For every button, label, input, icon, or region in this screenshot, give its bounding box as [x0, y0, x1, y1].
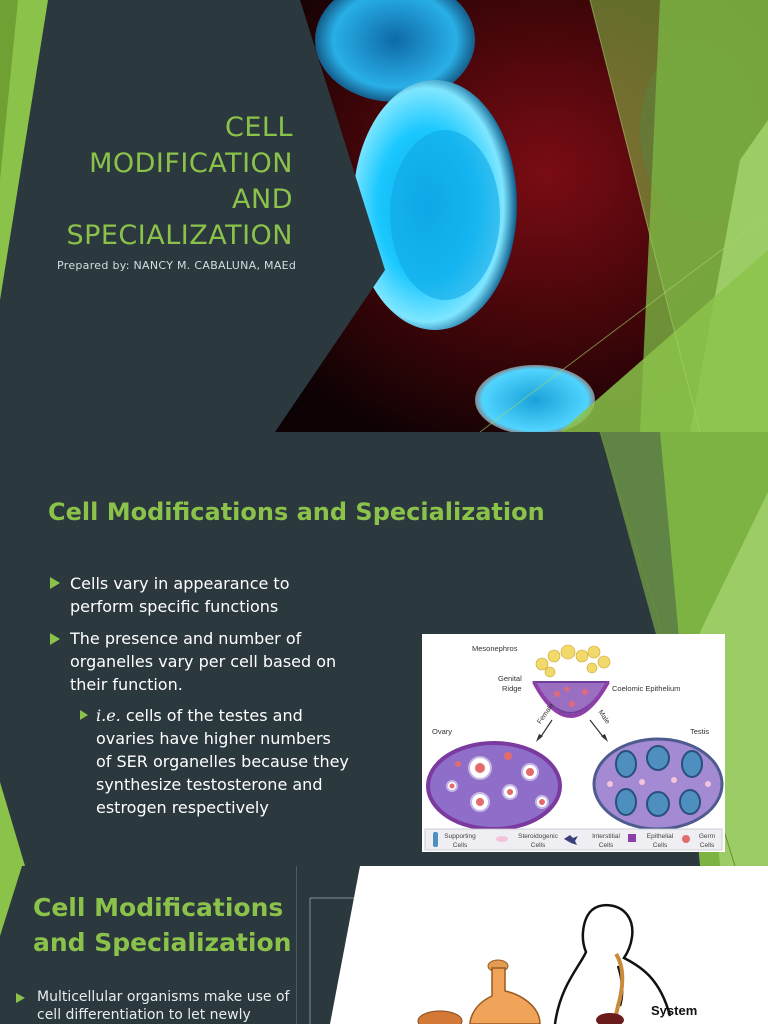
heading-line: Cell Modifications [33, 893, 284, 922]
legend-label: Cells [700, 842, 715, 849]
bullet-line: ovaries have higher numbers [96, 729, 331, 748]
label-testis: Testis [690, 727, 709, 736]
legend-label: Interstitial [592, 833, 620, 840]
slide1-background [0, 0, 768, 432]
bullet-line: i.e. cells of the testes and [96, 704, 349, 727]
bullet-item: The presence and number of organelles va… [70, 627, 336, 696]
legend-label: Cells [599, 842, 614, 849]
bullet-line: The presence and number of [70, 629, 302, 648]
title-line: SPECIALIZATION [66, 220, 293, 251]
slide-title: CELL MODIFICATION AND SPECIALIZATION Pre… [0, 0, 768, 432]
bullet-text: ulticellular organisms make use of [49, 989, 290, 1005]
legend-label: Supporting [444, 833, 476, 840]
legend-label: Cells [453, 842, 468, 849]
bullet-line: Cells vary in appearance to [70, 574, 290, 593]
title-line: CELL [225, 112, 293, 143]
bullet-line: their function. [70, 675, 183, 694]
bullet-item: Cells vary in appearance to perform spec… [70, 572, 289, 618]
legend-label: Cells [653, 842, 668, 849]
bullet-initial: M [37, 989, 50, 1005]
diagram-figure: Mesonephros Genital Ridge Coelomic Epith… [424, 644, 724, 851]
slide-partial: Cell Modifications and Specialization Mu… [0, 866, 768, 1024]
label-ovary: Ovary [432, 727, 452, 736]
legend-label: Steroidogenic [518, 833, 558, 840]
bullet-arrow-icon [50, 577, 60, 589]
slide3-background [0, 866, 768, 1024]
label-coelomic: Coelomic Epithelium [612, 684, 680, 693]
slide2-heading: Cell Modifications and Specialization [48, 498, 545, 526]
bullet-arrow-icon [16, 993, 25, 1003]
title-line: AND [232, 184, 293, 215]
legend-label: Cells [531, 842, 546, 849]
bullet-line: synthesize testosterone and [96, 775, 323, 794]
ie-abbrev: i.e. [96, 706, 121, 725]
label-ridge: Ridge [502, 684, 522, 693]
bullet-item: Multicellular organisms make use of cell… [37, 988, 289, 1024]
gonad-differentiation-diagram: Mesonephros Genital Ridge Coelomic Epith… [422, 634, 725, 852]
system-label: System [651, 1003, 698, 1018]
bullet-line: perform specific functions [70, 597, 279, 616]
label-mesonephros: Mesonephros [472, 644, 518, 653]
label-male: Male [596, 709, 610, 726]
label-genital: Genital [498, 674, 522, 683]
sub-bullet-arrow-icon [80, 710, 88, 720]
bullet-arrow-icon [50, 633, 60, 645]
author-subtitle: Prepared by: NANCY M. CABALUNA, MAEd [57, 259, 297, 272]
slide1-title: CELL MODIFICATION AND SPECIALIZATION [0, 110, 293, 254]
bullet-line: of SER organelles because they [96, 752, 349, 771]
legend-label: Epithelial [647, 833, 674, 840]
bullet-line: estrogen respectively [96, 798, 269, 817]
bullet-line: organelles vary per cell based on [70, 652, 337, 671]
legend-label: Germ [699, 833, 715, 840]
bullet-line: cell differentiation to let newly [37, 1007, 251, 1023]
slide3-heading: Cell Modifications and Specialization [33, 890, 291, 960]
label-female: Female [536, 702, 555, 725]
bullet-text: cells of the testes and [120, 706, 303, 725]
title-line: MODIFICATION [89, 148, 293, 179]
heading-line: and Specialization [33, 928, 292, 957]
sub-bullet-item: i.e. cells of the testes and ovaries hav… [96, 704, 349, 819]
bullet-line: Multicellular organisms make use of [37, 988, 289, 1006]
